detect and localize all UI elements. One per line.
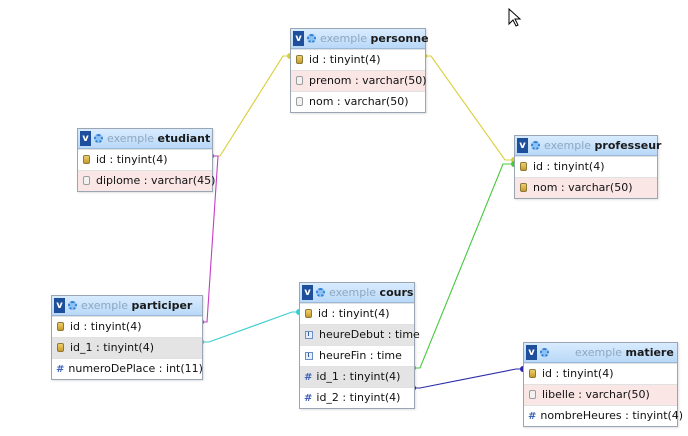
table-cours[interactable]: v exemple cours id : tinyint(4) heureDebu… bbox=[299, 282, 420, 409]
column-label: nom : varchar(50) bbox=[533, 181, 633, 194]
toggle-columns-icon[interactable]: v bbox=[526, 345, 537, 360]
relation-line bbox=[201, 311, 299, 343]
column-label: numeroDePlace : int(11) bbox=[68, 362, 203, 375]
column-row[interactable]: prenom : varchar(50) bbox=[291, 70, 427, 91]
toggle-columns-icon[interactable]: v bbox=[517, 138, 528, 153]
text-field-icon bbox=[529, 390, 536, 399]
number-icon: # bbox=[56, 364, 65, 375]
text-field-icon bbox=[296, 97, 303, 106]
table-header[interactable]: v exemple participer bbox=[52, 296, 202, 316]
table-name: personne bbox=[370, 32, 429, 45]
relation-line bbox=[413, 368, 523, 389]
table-professeur[interactable]: v exemple professeur id : tinyint(4) nom … bbox=[514, 135, 661, 199]
column-row[interactable]: id : tinyint(4) bbox=[52, 316, 202, 337]
toggle-columns-icon[interactable]: v bbox=[54, 298, 65, 313]
mouse-cursor-icon bbox=[508, 7, 522, 27]
table-header[interactable]: v exemple etudiant bbox=[78, 129, 212, 149]
toggle-columns-icon[interactable]: v bbox=[293, 31, 304, 46]
gear-icon[interactable] bbox=[531, 140, 540, 150]
time-icon bbox=[305, 352, 313, 360]
number-icon: # bbox=[528, 411, 537, 422]
gear-icon[interactable] bbox=[68, 300, 77, 310]
number-icon: # bbox=[304, 393, 313, 404]
key-icon bbox=[520, 183, 527, 192]
text-field-icon bbox=[83, 176, 90, 185]
column-row[interactable]: diplome : varchar(45) bbox=[78, 170, 216, 191]
key-icon bbox=[83, 155, 90, 164]
key-icon bbox=[296, 55, 303, 64]
database-name: exemple bbox=[544, 139, 592, 152]
table-header[interactable]: v exemple cours bbox=[300, 283, 414, 303]
column-row[interactable]: id : tinyint(4) bbox=[78, 149, 212, 170]
column-row[interactable]: id : tinyint(4) bbox=[515, 156, 657, 177]
database-name: exemple bbox=[329, 286, 377, 299]
toggle-columns-icon[interactable]: v bbox=[80, 131, 91, 146]
key-icon bbox=[57, 343, 64, 352]
column-label: heureDebut : time bbox=[319, 328, 420, 341]
database-name: exemple bbox=[107, 132, 155, 145]
relation-line bbox=[413, 163, 514, 369]
database-name: exemple bbox=[575, 346, 623, 359]
column-label: nombreHeures : tinyint(4) bbox=[540, 409, 684, 422]
table-etudiant[interactable]: v exemple etudiant id : tinyint(4) diplom… bbox=[77, 128, 216, 192]
table-name: matiere bbox=[625, 346, 674, 359]
text-field-icon bbox=[296, 76, 303, 85]
column-label: id : tinyint(4) bbox=[96, 153, 168, 166]
column-row[interactable]: id : tinyint(4) bbox=[524, 363, 677, 384]
column-row[interactable]: #id_2 : tinyint(4) bbox=[300, 387, 414, 408]
table-header[interactable]: v exemple professeur bbox=[515, 136, 661, 156]
gear-icon[interactable] bbox=[540, 347, 549, 357]
column-label: id : tinyint(4) bbox=[318, 307, 390, 320]
relation-line bbox=[424, 55, 514, 161]
column-row[interactable]: libelle : varchar(50) bbox=[524, 384, 677, 405]
toggle-columns-icon[interactable]: v bbox=[302, 285, 313, 300]
column-label: id : tinyint(4) bbox=[70, 320, 142, 333]
column-row[interactable]: id : tinyint(4) bbox=[300, 303, 414, 324]
database-name: exemple bbox=[81, 299, 129, 312]
column-label: prenom : varchar(50) bbox=[309, 74, 427, 87]
column-label: nom : varchar(50) bbox=[309, 95, 409, 108]
table-header[interactable]: v exemple personne bbox=[291, 29, 429, 49]
table-name: cours bbox=[379, 286, 414, 299]
table-name: professeur bbox=[594, 139, 662, 152]
column-label: libelle : varchar(50) bbox=[542, 388, 650, 401]
table-personne[interactable]: v exemple personne id : tinyint(4) prenom… bbox=[290, 28, 429, 113]
column-row[interactable]: #nombreHeures : tinyint(4) bbox=[524, 405, 683, 426]
gear-icon[interactable] bbox=[307, 33, 316, 43]
table-name: etudiant bbox=[157, 132, 211, 145]
column-row[interactable]: #id_1 : tinyint(4) bbox=[300, 366, 414, 387]
table-matiere[interactable]: v exemple matiere id : tinyint(4) libelle… bbox=[523, 342, 683, 427]
gear-icon[interactable] bbox=[316, 287, 325, 297]
column-label: id_1 : tinyint(4) bbox=[70, 341, 155, 354]
database-name: exemple bbox=[320, 32, 368, 45]
table-header[interactable]: v exemple matiere bbox=[524, 343, 677, 363]
key-icon bbox=[529, 369, 536, 378]
column-label: id : tinyint(4) bbox=[309, 53, 381, 66]
column-row[interactable]: nom : varchar(50) bbox=[515, 177, 657, 198]
column-label: diplome : varchar(45) bbox=[96, 174, 216, 187]
time-icon bbox=[305, 331, 313, 339]
key-icon bbox=[305, 309, 312, 318]
column-label: heureFin : time bbox=[319, 349, 402, 362]
column-row[interactable]: id : tinyint(4) bbox=[291, 49, 425, 70]
column-row[interactable]: #numeroDePlace : int(11) bbox=[52, 358, 203, 379]
column-row[interactable]: heureDebut : time bbox=[300, 324, 420, 345]
key-icon bbox=[520, 162, 527, 171]
table-name: participer bbox=[131, 299, 193, 312]
column-row[interactable]: nom : varchar(50) bbox=[291, 91, 425, 112]
table-participer[interactable]: v exemple participer id : tinyint(4) id_1… bbox=[51, 295, 203, 380]
gear-icon[interactable] bbox=[94, 133, 103, 143]
column-label: id_1 : tinyint(4) bbox=[316, 370, 401, 383]
column-label: id : tinyint(4) bbox=[542, 367, 614, 380]
column-label: id_2 : tinyint(4) bbox=[316, 391, 401, 404]
relation-line bbox=[211, 55, 290, 157]
column-row[interactable]: id_1 : tinyint(4) bbox=[52, 337, 202, 358]
column-row[interactable]: heureFin : time bbox=[300, 345, 414, 366]
column-label: id : tinyint(4) bbox=[533, 160, 605, 173]
number-icon: # bbox=[304, 372, 313, 383]
key-icon bbox=[57, 322, 64, 331]
